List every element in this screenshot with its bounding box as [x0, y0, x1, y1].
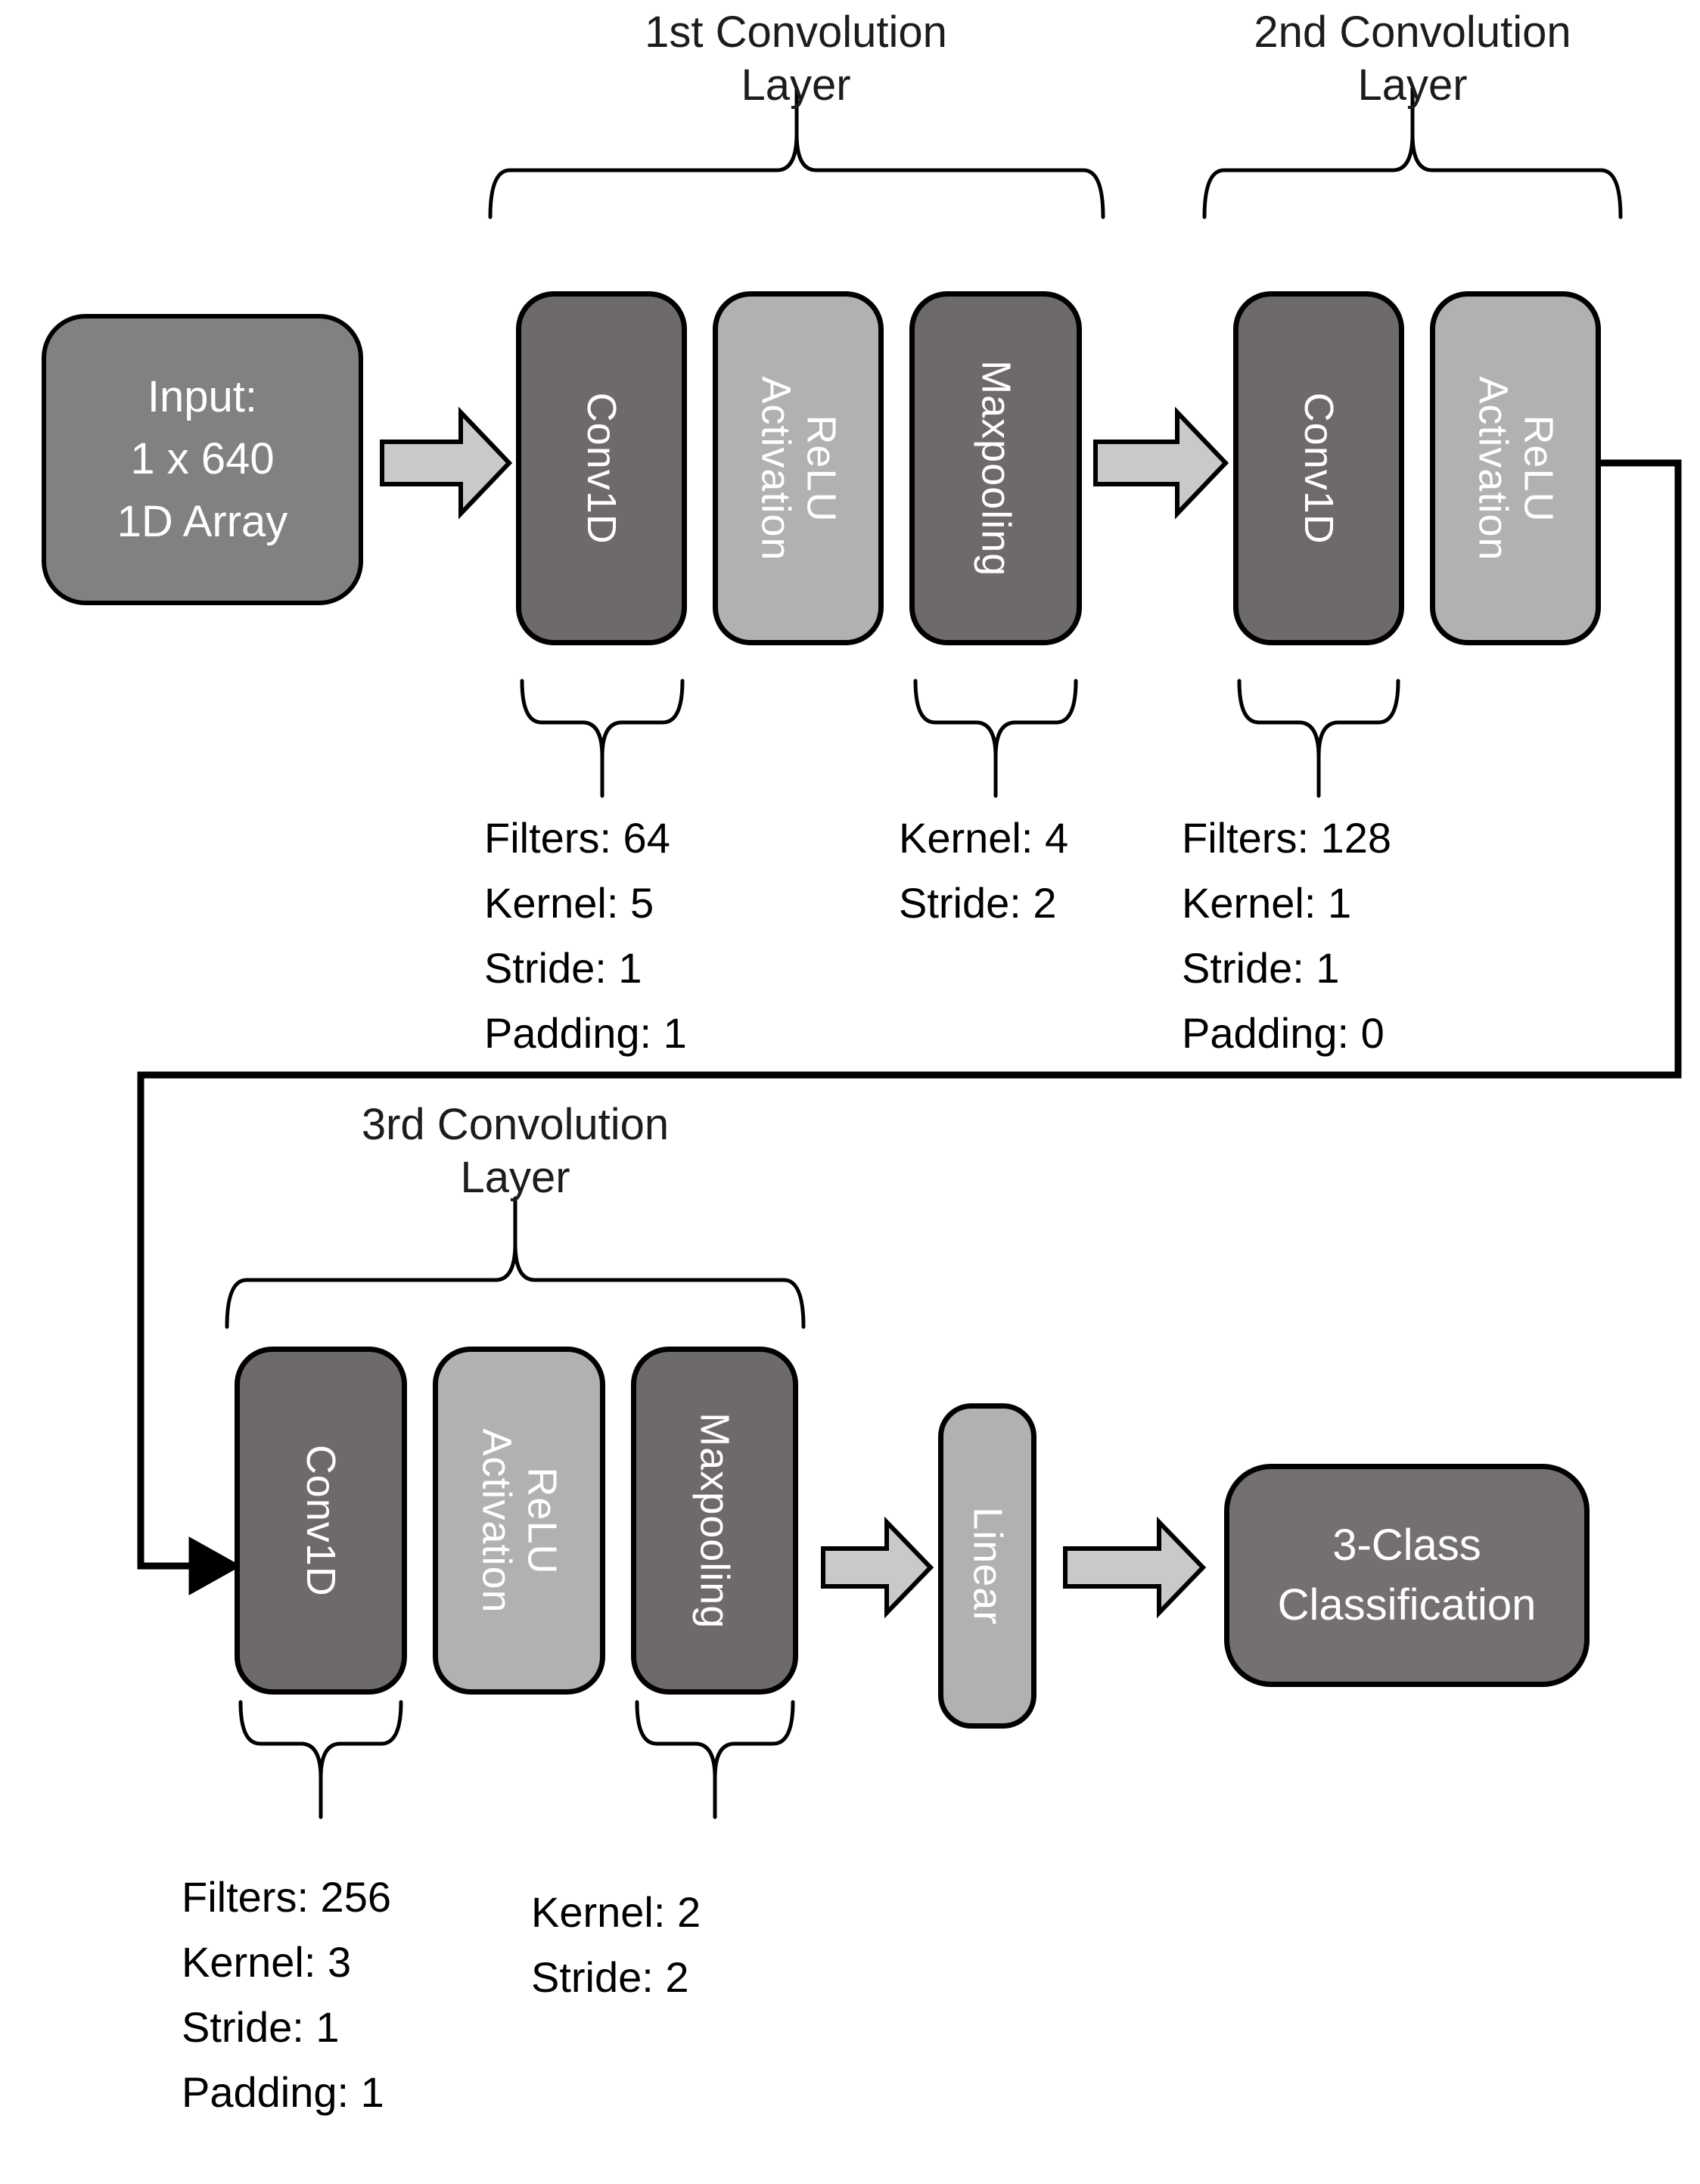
params-conv1: Filters: 64 Kernel: 5 Stride: 1 Padding:… — [484, 806, 687, 1066]
params-conv3: Filters: 256 Kernel: 3 Stride: 1 Padding… — [182, 1865, 391, 2125]
params-conv3-kernel: Kernel: 3 — [182, 1938, 352, 1986]
params-maxpool3: Kernel: 2 Stride: 2 — [531, 1880, 701, 2010]
params-conv2-padding: Padding: 0 — [1182, 1009, 1385, 1057]
params-conv2: Filters: 128 Kernel: 1 Stride: 1 Padding… — [1182, 806, 1391, 1066]
underbrace-conv1d-layer2 — [1237, 679, 1400, 798]
node-maxpooling-layer3: Maxpooling — [631, 1347, 798, 1695]
node-conv1d-layer2-label: Conv1D — [1296, 392, 1342, 545]
params-conv2-kernel: Kernel: 1 — [1182, 879, 1352, 927]
title-2nd-convolution-layer: 2nd Convolution Layer — [1254, 8, 1571, 110]
params-maxpool1-kernel: Kernel: 4 — [899, 814, 1069, 862]
params-maxpool3-kernel: Kernel: 2 — [531, 1888, 701, 1936]
node-3class-classification: 3-Class Classification — [1224, 1464, 1590, 1687]
node-maxpooling-layer1: Maxpooling — [909, 291, 1082, 645]
node-maxpooling-layer1-label: Maxpooling — [973, 359, 1019, 577]
node-relu-layer2: ReLU Activation — [1430, 291, 1601, 645]
node-conv1d-layer1-label: Conv1D — [579, 392, 625, 545]
arrow-linear-to-output — [1063, 1516, 1207, 1619]
connector-layer2-to-layer3 — [137, 459, 1682, 1570]
node-input-label: Input: 1 x 640 1D Array — [117, 371, 288, 546]
underbrace-conv1d-layer1 — [520, 679, 685, 798]
arrow-maxpool1-to-conv2 — [1093, 406, 1229, 520]
params-conv1-stride: Stride: 1 — [484, 944, 642, 992]
params-conv1-kernel: Kernel: 5 — [484, 879, 654, 927]
node-relu-layer2-label: ReLU Activation — [1470, 375, 1562, 561]
node-maxpooling-layer3-label: Maxpooling — [691, 1412, 738, 1629]
node-conv1d-layer3-label: Conv1D — [298, 1444, 344, 1597]
params-conv3-filters: Filters: 256 — [182, 1873, 391, 1921]
node-relu-layer1-label: ReLU Activation — [753, 375, 844, 561]
underbrace-conv1d-layer3 — [238, 1700, 403, 1819]
params-conv2-filters: Filters: 128 — [1182, 814, 1391, 862]
brace-1st-convolution-layer — [488, 86, 1105, 219]
params-conv1-padding: Padding: 1 — [484, 1009, 687, 1057]
arrow-input-to-conv1 — [380, 406, 513, 520]
node-linear: Linear — [938, 1403, 1036, 1729]
node-relu-layer3: ReLU Activation — [433, 1347, 605, 1695]
params-conv3-padding: Padding: 1 — [182, 2068, 384, 2116]
node-linear-label: Linear — [965, 1506, 1011, 1626]
title-3rd-convolution-layer: 3rd Convolution Layer — [361, 1100, 670, 1202]
node-conv1d-layer1: Conv1D — [516, 291, 687, 645]
node-3class-classification-label: 3-Class Classification — [1277, 1521, 1537, 1629]
connector-arrowhead — [188, 1536, 242, 1595]
node-relu-layer3-label: ReLU Activation — [474, 1428, 565, 1614]
title-1st-convolution-layer: 1st Convolution Layer — [645, 8, 947, 110]
params-conv2-stride: Stride: 1 — [1182, 944, 1340, 992]
params-maxpool1: Kernel: 4 Stride: 2 — [899, 806, 1068, 936]
node-input: Input: 1 x 640 1D Array — [42, 314, 363, 605]
node-relu-layer1: ReLU Activation — [713, 291, 884, 645]
arrow-maxpool3-to-linear — [821, 1516, 934, 1619]
node-conv1d-layer2: Conv1D — [1233, 291, 1404, 645]
underbrace-maxpooling-layer1 — [913, 679, 1078, 798]
params-maxpool3-stride: Stride: 2 — [531, 1953, 689, 2001]
brace-3rd-convolution-layer — [225, 1196, 806, 1329]
params-conv1-filters: Filters: 64 — [484, 814, 670, 862]
params-conv3-stride: Stride: 1 — [182, 2003, 340, 2051]
underbrace-maxpooling-layer3 — [635, 1700, 795, 1819]
params-maxpool1-stride: Stride: 2 — [899, 879, 1057, 927]
brace-2nd-convolution-layer — [1202, 86, 1623, 219]
node-conv1d-layer3: Conv1D — [235, 1347, 407, 1695]
